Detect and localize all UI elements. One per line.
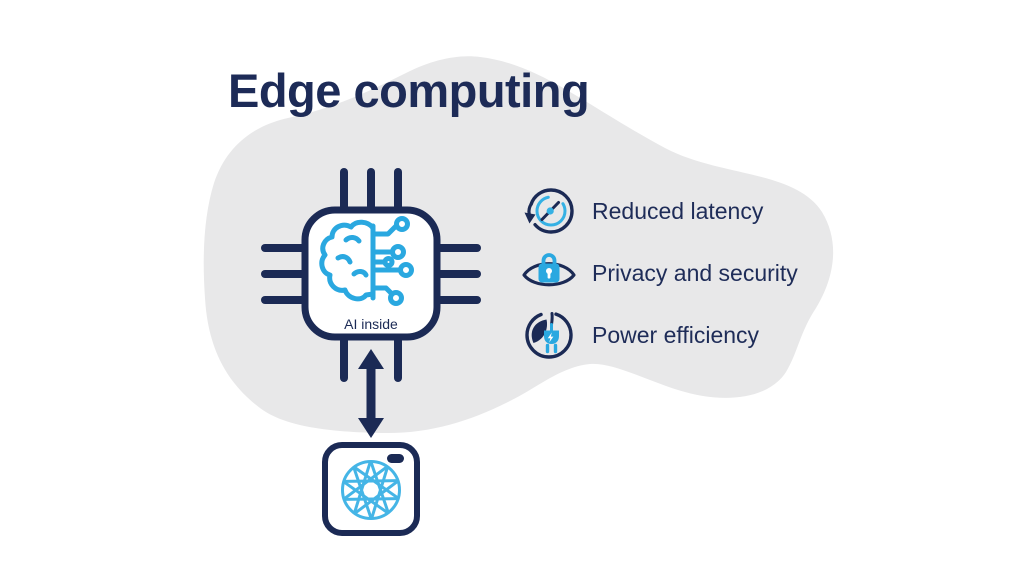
feature-item-reduced-latency: Reduced latency	[521, 185, 798, 237]
feature-item-power-efficiency: Power efficiency	[521, 309, 798, 361]
ai-chip-brain-circuit-icon	[319, 216, 414, 306]
feature-label: Power efficiency	[592, 321, 760, 348]
feature-label: Privacy and security	[592, 259, 798, 286]
camera-icon	[322, 442, 420, 536]
chip-label: AI inside	[344, 316, 398, 332]
power-efficiency-icon	[525, 311, 573, 359]
page-title: Edge computing	[228, 64, 590, 117]
feature-list: Reduced latency Privacy and security	[521, 185, 798, 361]
reduced-latency-icon	[524, 188, 574, 234]
chip-pins	[261, 168, 481, 382]
feature-label: Reduced latency	[592, 197, 764, 224]
bidirectional-arrow-icon	[358, 349, 384, 438]
camera-flash	[387, 454, 404, 463]
camera-aperture-icon	[337, 455, 405, 525]
feature-item-privacy-security: Privacy and security	[521, 247, 798, 299]
privacy-security-icon	[522, 253, 576, 287]
camera-body	[322, 442, 420, 536]
